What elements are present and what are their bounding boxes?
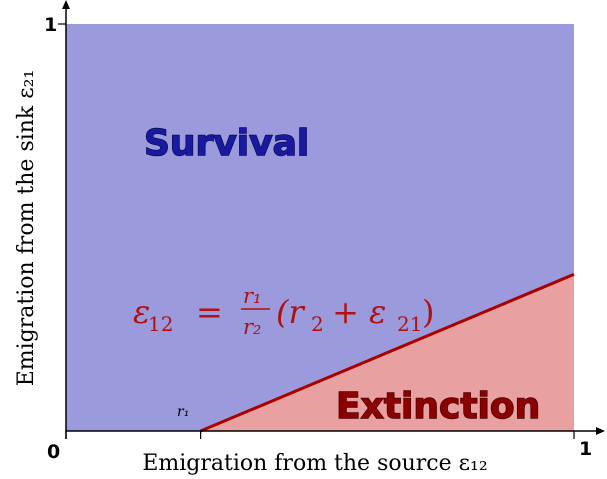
x-axis-arrow bbox=[596, 427, 605, 435]
r1-tick-label: r₁ bbox=[177, 404, 189, 420]
y-axis-arrow bbox=[62, 0, 70, 9]
eq-rhs-plus-epsilon: + ε bbox=[322, 293, 386, 331]
eq-rhs-open: (r bbox=[276, 293, 305, 331]
y-tick-label-1: 1 bbox=[44, 14, 57, 36]
eq-rhs-subscript-1: 2 bbox=[311, 312, 324, 336]
eq-lhs-epsilon: ε bbox=[133, 293, 150, 331]
y-axis-label: Emigration from the sink ε₂₁ bbox=[14, 70, 39, 387]
x-axis-label: Emigration from the source ε₁₂ bbox=[142, 451, 487, 476]
extinction-label: Extinction bbox=[336, 386, 540, 427]
survival-label: Survival bbox=[144, 123, 309, 164]
eq-denominator: r₂ bbox=[243, 315, 261, 339]
x-tick-label-0: 0 bbox=[47, 441, 60, 463]
eq-equals: = bbox=[196, 293, 223, 331]
eq-numerator: r₁ bbox=[243, 284, 261, 308]
eq-rhs-subscript-2: 21 bbox=[397, 312, 422, 336]
x-tick-label-1: 1 bbox=[579, 438, 592, 460]
eq-lhs-subscript: 12 bbox=[148, 312, 173, 336]
extinction-boundary-line bbox=[200, 272, 575, 433]
eq-rhs-close: ) bbox=[422, 293, 434, 331]
boundary-equation: ε 12 = r₁ r₂ (r 2 + ε 21 ) bbox=[133, 284, 434, 339]
